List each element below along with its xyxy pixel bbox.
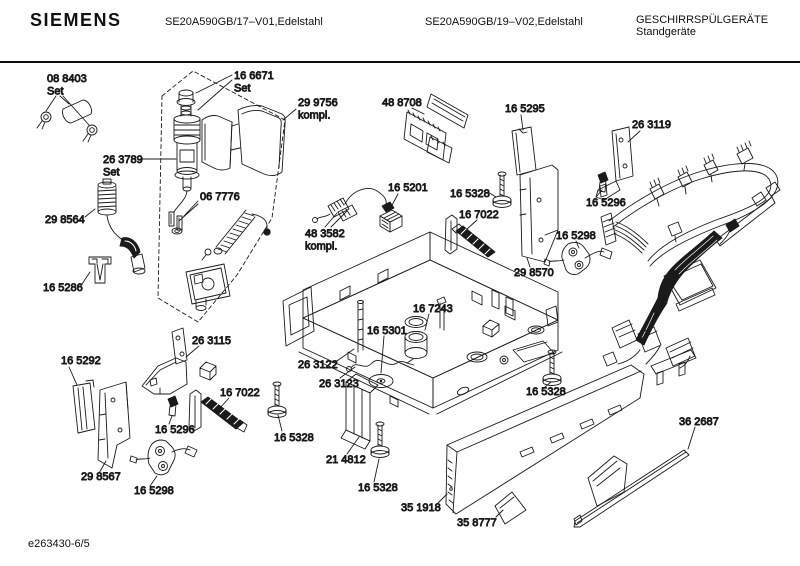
end-cap-35-8777 — [494, 491, 527, 525]
panel-16-5292 — [72, 379, 96, 434]
leveling-screw-top — [492, 171, 512, 208]
hose-bracket — [88, 256, 112, 284]
spindle-16-7022-right — [444, 214, 496, 258]
category-line2: Standgeräte — [636, 25, 696, 38]
part-label: 16 5298 — [556, 230, 596, 242]
part-label: 29 9756 — [298, 97, 338, 109]
model-variant-right: SE20A590GB/19–V02,Edelstahl — [425, 16, 583, 28]
plinth-strip-36-2687 — [573, 449, 690, 528]
mounting-panel-16-5295 — [511, 126, 537, 176]
base-pan — [282, 231, 563, 415]
model-variant-left: SE20A590GB/17–V01,Edelstahl — [165, 16, 323, 28]
part-label: 35 8777 — [457, 517, 497, 529]
part-label: 16 7022 — [459, 209, 499, 221]
part-label: 16 5328 — [450, 188, 490, 200]
part-label: 26 3115 — [192, 335, 231, 347]
part-label: Set — [47, 86, 64, 98]
switch-16-5298-left — [129, 439, 198, 476]
aquastop-valve-assembly — [168, 89, 286, 311]
small-cube — [199, 361, 217, 381]
header-divider — [0, 61, 800, 63]
part-label: 26 3119 — [632, 119, 671, 131]
part-label: 16 5295 — [505, 103, 545, 115]
part-label: 48 8708 — [382, 97, 422, 109]
end-cap-right — [587, 455, 628, 507]
document-number: e263430-6/5 — [28, 538, 90, 550]
bracket-29-8570 — [519, 164, 559, 263]
wiring-harness — [600, 140, 781, 386]
part-label: 06 7776 — [200, 191, 240, 203]
part-label: 16 5301 — [367, 325, 407, 337]
part-label: 35 1918 — [401, 502, 441, 514]
control-module — [403, 93, 469, 164]
part-label: 08 8403 — [47, 73, 87, 85]
part-label: 16 6671 — [234, 70, 274, 82]
dashed-boundary — [157, 70, 286, 323]
clip-16-5296-left — [167, 395, 179, 417]
brand-logo: SIEMENS — [30, 10, 122, 30]
part-label: Set — [103, 167, 120, 179]
part-label: 16 5201 — [388, 182, 428, 194]
part-label: 16 5286 — [43, 282, 83, 294]
spindle-16-7022-left — [188, 389, 248, 433]
part-label: 16 5296 — [586, 197, 626, 209]
hose-clamps-set — [36, 99, 98, 143]
part-label: 29 8570 — [514, 267, 554, 279]
part-label: 16 7243 — [413, 303, 453, 315]
part-label: 16 5292 — [61, 355, 101, 367]
switch-16-5298-right — [543, 241, 613, 275]
part-label: 36 2687 — [679, 416, 719, 428]
inlet-hose — [97, 178, 146, 275]
bracket-26-3115 — [141, 327, 188, 395]
leader-lines — [45, 74, 696, 518]
category-title: GESCHIRRSPÜLGERÄTE Standgeräte — [636, 14, 769, 38]
category-line1: GESCHIRRSPÜLGERÄTE — [636, 14, 769, 26]
corner-post — [340, 373, 379, 450]
part-label: 16 5298 — [134, 485, 174, 497]
part-label: 29 8564 — [45, 214, 85, 226]
part-label: 16 5328 — [358, 482, 398, 494]
part-label: 26 3789 — [103, 154, 143, 166]
part-label: kompl. — [298, 110, 330, 122]
part-label: 16 5328 — [274, 432, 314, 444]
part-label: 26 3122 — [298, 359, 338, 371]
part-label: 21 4812 — [326, 454, 366, 466]
part-label: 26 3123 — [319, 378, 359, 390]
bracket-26-3119 — [595, 126, 634, 201]
toe-panel-35-1918 — [445, 364, 645, 515]
part-label: 29 8567 — [81, 471, 121, 483]
part-label: kompl. — [305, 241, 337, 253]
part-label: 16 5296 — [155, 424, 195, 436]
part-label: 16 7022 — [220, 387, 260, 399]
clip-16-5296-right — [597, 171, 609, 193]
part-label: Set — [234, 83, 251, 95]
part-label: 16 5328 — [526, 386, 566, 398]
relay-box-16-5201 — [379, 209, 403, 233]
bracket-29-8567 — [97, 381, 131, 469]
part-label: 48 3582 — [305, 228, 345, 240]
cable-assembly-48-3582 — [312, 188, 395, 223]
